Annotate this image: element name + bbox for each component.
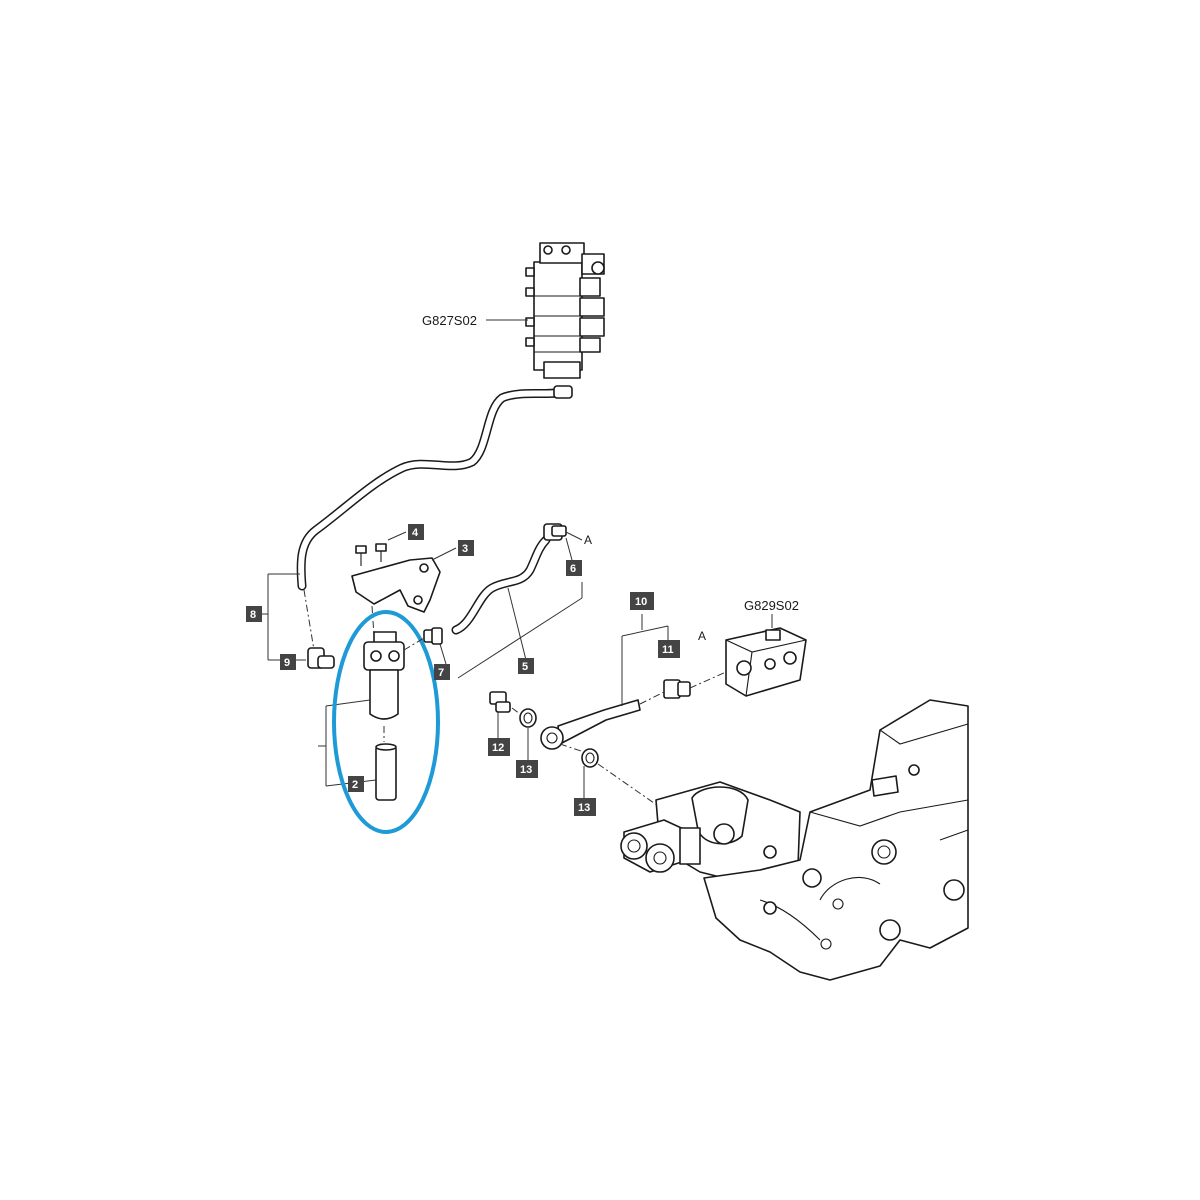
filter-head [363,631,405,671]
svg-text:7: 7 [438,667,444,679]
mounting-bracket-3 [351,557,441,613]
svg-text:9: 9 [284,657,290,669]
filter-highlight-ring [332,610,440,834]
elbow-fitting-9 [307,647,335,669]
elbow-connector-6 [543,523,567,541]
ref-label-right-valve: G829S02 [744,598,799,613]
callout-7: 7 [434,664,450,680]
callout-10: 10 [630,592,654,610]
filter-bowl [369,669,399,720]
callout-13-right: 13 [574,798,596,816]
callout-13-left: 13 [516,760,538,778]
svg-text:10: 10 [635,596,647,608]
ref-label-top-valve: G827S02 [422,313,477,328]
callout-9: 9 [280,654,296,670]
svg-text:4: 4 [412,527,419,539]
svg-text:5: 5 [522,661,528,673]
svg-text:6: 6 [570,563,576,575]
plug-12 [489,691,511,713]
svg-text:13: 13 [578,802,590,814]
svg-text:3: 3 [462,543,468,555]
filter-element-2 [375,743,397,801]
hose-long [296,385,573,591]
valve-block-right [725,627,807,697]
callout-12: 12 [488,738,510,756]
control-valve-top [525,242,605,379]
svg-text:8: 8 [250,609,256,621]
callout-2: 2 [348,776,364,792]
banjo-pipe-10 [540,699,641,750]
rear-housing [703,699,969,981]
lift-valve-assembly [620,781,801,883]
seal-ring-13a [519,708,537,728]
callout-5: 5 [518,658,534,674]
callout-6: 6 [566,560,582,576]
callout-11: 11 [658,640,680,658]
callout-8: 8 [246,606,262,622]
connection-letter-a-top: A [584,533,592,547]
bolts-4 [355,543,387,566]
hose-short-5 [451,535,551,635]
connection-letter-a-right: A [698,629,706,643]
callout-3: 3 [458,540,474,556]
svg-text:11: 11 [662,644,674,656]
callout-4: 4 [408,524,424,540]
fitting-7 [423,627,443,645]
seal-ring-13b [581,748,599,768]
svg-text:2: 2 [352,779,358,791]
adapter-11 [663,679,691,699]
svg-text:13: 13 [520,764,532,776]
svg-text:12: 12 [492,742,504,754]
